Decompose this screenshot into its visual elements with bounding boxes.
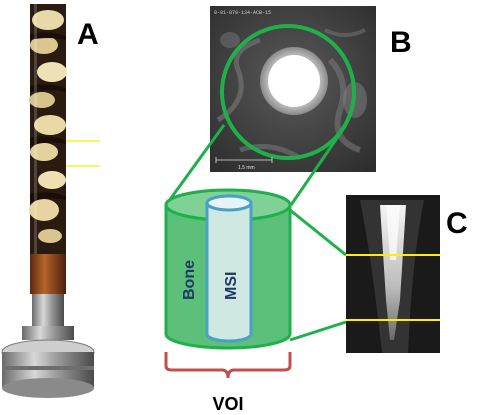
msi-cylinder-top xyxy=(205,194,253,212)
metal-shaft xyxy=(32,294,64,332)
bone-chip xyxy=(37,62,67,82)
scale-bar-label: 1.5 mm xyxy=(238,165,255,171)
connector-c-upper xyxy=(289,208,347,257)
bone-label: Bone xyxy=(181,260,198,300)
voi-bracket xyxy=(164,352,292,379)
roi-circle xyxy=(220,24,356,160)
bone-chip xyxy=(38,229,62,243)
bone-chip xyxy=(29,199,59,221)
panel-a-specimen-photo xyxy=(1,4,100,398)
copper-band xyxy=(30,254,66,294)
voi-label: VOI xyxy=(212,394,243,414)
connector-b-left xyxy=(164,124,226,206)
holder-collar xyxy=(22,326,74,340)
connector-b-right xyxy=(289,124,348,206)
bone-chip xyxy=(29,92,55,108)
bone-chip xyxy=(30,36,58,54)
implant-projection xyxy=(380,205,406,340)
implant-core xyxy=(268,55,320,107)
holder-base-bottom xyxy=(2,378,94,398)
bone-chip xyxy=(30,143,58,161)
panel-c-xray xyxy=(346,195,440,353)
panel-a-label: A xyxy=(77,18,99,51)
bone-chip xyxy=(38,171,66,189)
msi-label: MSI xyxy=(223,272,240,300)
voi-cylinder: Bone MSI xyxy=(164,188,292,350)
connector-c-lower xyxy=(289,320,347,342)
msi-cylinder-body xyxy=(205,201,253,343)
ct-header-text: 0-01-870-134-ACB-15 xyxy=(214,10,271,16)
panel-b-ct-slice: 0-01-870-134-ACB-15 1.5 mm xyxy=(210,6,376,172)
bone-chip xyxy=(32,10,64,30)
panel-b-label: B xyxy=(390,26,412,59)
bone-chip xyxy=(34,115,66,135)
panel-c-label: C xyxy=(446,207,468,240)
